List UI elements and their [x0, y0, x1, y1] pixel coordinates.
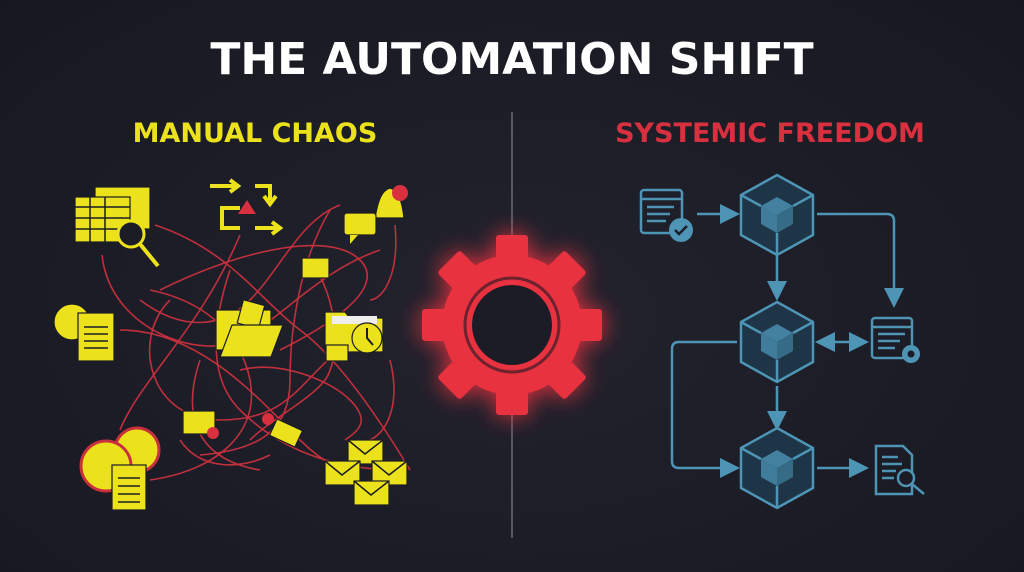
envelopes-icon	[324, 439, 408, 506]
spreadsheet-search-icon	[74, 186, 160, 268]
clock-document-icon	[53, 303, 115, 362]
page-title: THE AUTOMATION SHIFT	[210, 34, 813, 85]
note-icon	[301, 257, 330, 279]
document-check-icon	[639, 188, 693, 242]
folder-clock-icon	[324, 311, 384, 362]
workflow-arrows-warning-icon	[210, 178, 284, 236]
email-at-icon	[262, 413, 304, 448]
flow-connectors	[670, 204, 904, 478]
left-heading: MANUAL CHAOS	[133, 118, 378, 149]
bell-alert-icon	[374, 185, 408, 219]
open-folder-icon	[215, 299, 284, 358]
document-search-icon	[874, 444, 925, 496]
folder-warning-icon	[182, 410, 219, 439]
document-gear-icon	[870, 316, 920, 363]
clocks-document-icon	[79, 426, 161, 511]
cube-node-2	[739, 300, 815, 384]
cube-node-3	[739, 426, 815, 510]
gear-icon	[422, 235, 602, 415]
right-heading: SYSTEMIC FREEDOM	[615, 118, 925, 149]
chat-icon	[343, 212, 377, 244]
cube-node-1	[739, 173, 815, 257]
